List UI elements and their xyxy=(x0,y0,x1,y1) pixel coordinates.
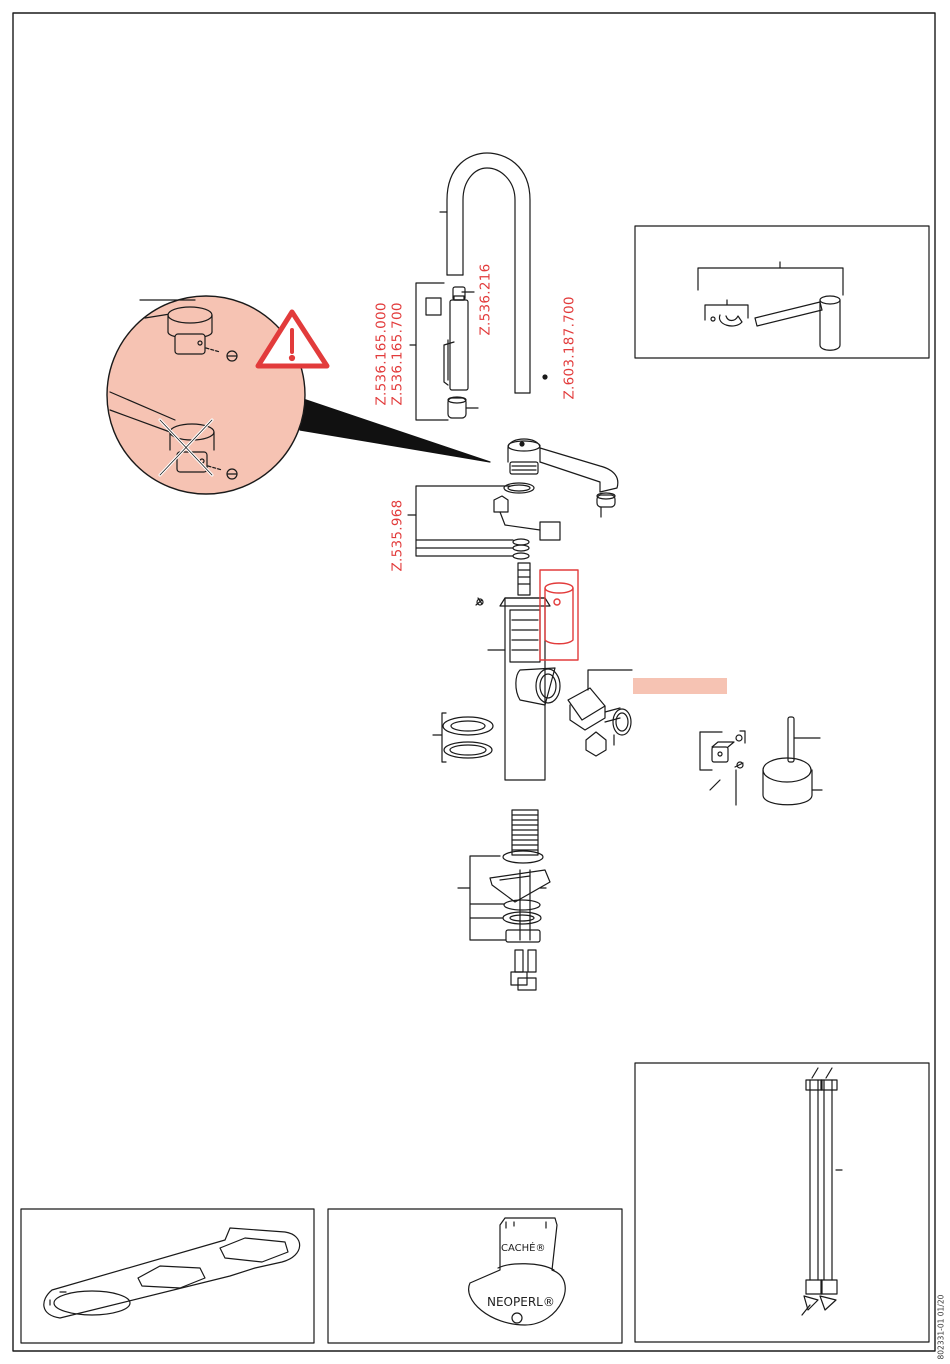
grub-screw xyxy=(543,375,547,379)
mounting-set xyxy=(458,810,550,990)
bearing-set xyxy=(408,483,560,559)
spanner-box xyxy=(21,1209,314,1343)
part-number-grub-screw: Z.603.187.700 xyxy=(564,296,578,399)
document-number: 802331-01 01/20 xyxy=(938,1295,946,1360)
sleeve-highlight xyxy=(540,570,578,660)
part-number-spout-set: Z.536.165.000 xyxy=(376,302,390,405)
part-number-bearing-set: Z.535.968 xyxy=(392,499,406,571)
highlight-bar xyxy=(633,678,727,694)
lever-set-box xyxy=(635,226,929,358)
hoses-box xyxy=(635,1063,929,1342)
mixer-body xyxy=(476,563,560,780)
key-brand-bottom: NEOPERL® xyxy=(487,1296,555,1308)
page-frame xyxy=(13,13,935,1351)
part-number-spout-part: Z.536.216 xyxy=(480,263,494,335)
key-tool-box xyxy=(328,1209,622,1343)
key-brand-top: CACHÉ® xyxy=(501,1244,545,1254)
handle-parts xyxy=(700,717,822,805)
part-number-spout-set-alt: Z.536.165.700 xyxy=(392,302,406,405)
bracket-spout-set xyxy=(416,283,448,420)
cartridge xyxy=(568,670,632,756)
pull-out-insert xyxy=(426,287,478,418)
swivel-spout xyxy=(508,439,618,517)
seal-rings xyxy=(433,713,493,762)
